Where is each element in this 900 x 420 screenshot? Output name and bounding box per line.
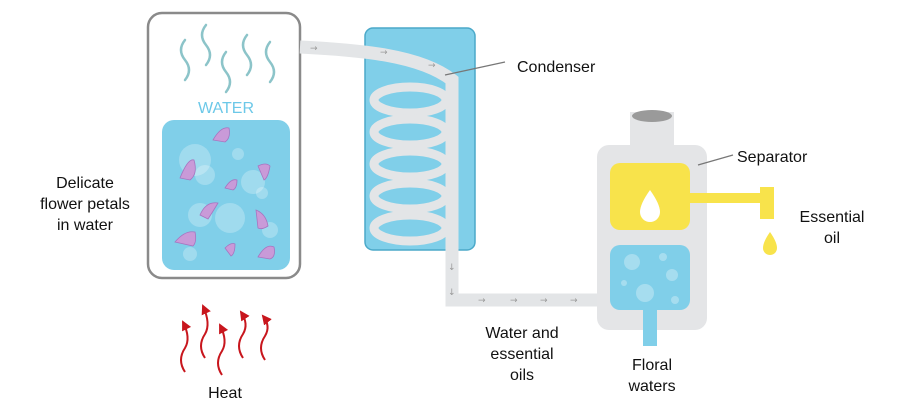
coil — [369, 82, 451, 246]
essential-oil-label-1: Essential — [800, 209, 865, 226]
svg-text:↓: ↓ — [448, 288, 456, 298]
floral-waters-label-1: Floral — [632, 357, 672, 374]
svg-text:→: → — [380, 48, 388, 58]
petals-label-3: in water — [57, 217, 114, 234]
svg-text:→: → — [478, 296, 486, 306]
water-oils-label-3: oils — [510, 367, 534, 384]
svg-text:→: → — [570, 296, 578, 306]
petals-label-1: Delicate — [56, 175, 114, 192]
petals-icon — [174, 127, 275, 260]
vapor-pipe — [299, 40, 600, 307]
water-oils-label-1: Water and — [485, 325, 558, 342]
separator-pointer — [697, 154, 734, 166]
boiler: WATER — [146, 11, 302, 280]
oil-drop-icon — [640, 190, 660, 222]
svg-text:→: → — [428, 61, 436, 71]
essential-oil-label-2: oil — [824, 230, 840, 247]
steam-icon — [179, 23, 276, 94]
condenser-pointer — [444, 61, 506, 76]
essential-oil-drop-icon — [763, 232, 777, 255]
svg-text:→: → — [540, 296, 548, 306]
water-label: WATER — [198, 100, 254, 117]
petals-label-2: flower petals — [40, 196, 130, 213]
water-oils-label-2: essential — [490, 346, 553, 363]
svg-text:→: → — [310, 44, 318, 54]
svg-text:→: → — [510, 296, 518, 306]
floral-waters-label-2: waters — [627, 378, 675, 395]
heat-label: Heat — [208, 385, 242, 402]
flow-arrows: → → → → → → → ↓ ↓ — [310, 44, 578, 306]
svg-text:↓: ↓ — [448, 263, 456, 273]
separator-label: Separator — [737, 149, 808, 166]
condenser-label: Condenser — [517, 59, 596, 76]
separator — [597, 110, 777, 346]
heat-arrows-icon — [180, 304, 272, 376]
